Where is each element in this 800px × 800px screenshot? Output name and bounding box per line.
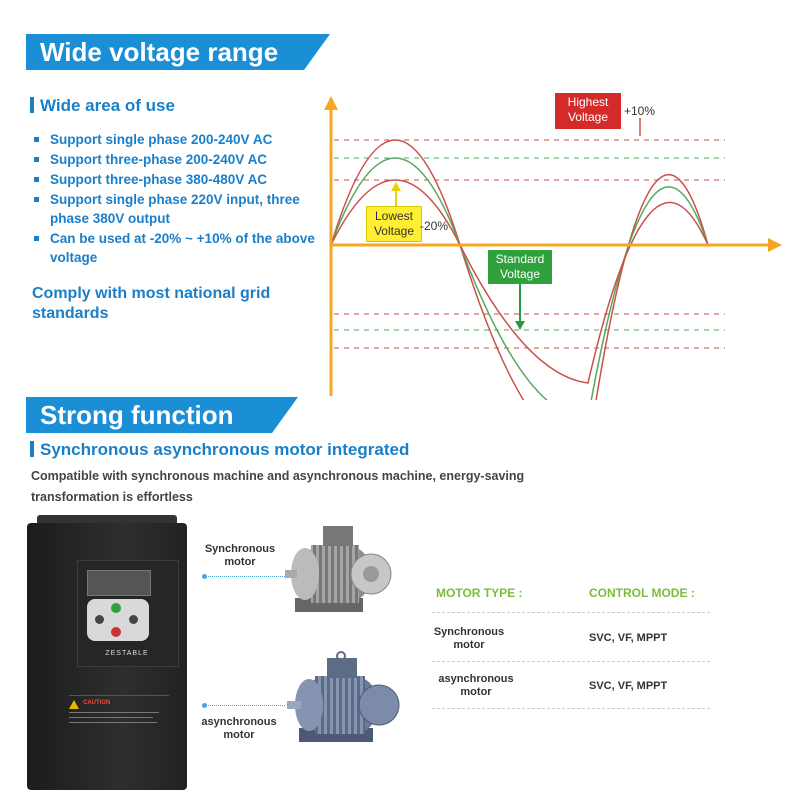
motor-shaft [287,701,301,709]
subtitle-text: Synchronous asynchronous motor integrate… [40,440,410,459]
table-row-mode: SVC, VF, MPPT [589,632,668,644]
highest-voltage-pct: +10% [624,104,656,118]
wave-lowest [330,179,709,384]
warning-text-line [69,712,159,713]
subtitle-bar [30,97,34,113]
standard-voltage-label: Standard Voltage [488,250,552,284]
motor-shaft [285,570,297,578]
x-axis-arrow [768,238,782,252]
table-header-control-mode: CONTROL MODE : [589,586,695,600]
inverter-device: ZESTABLE CAUTION [27,515,187,790]
motor-fins [315,676,365,734]
wave-highest [330,139,709,400]
feature-item: Can be used at -20% ~ +10% of the above … [32,229,322,267]
asynchronous-connector [202,703,285,708]
section-banner-wide-voltage: Wide voltage range [26,34,330,70]
synchronous-motor-image [285,526,392,612]
voltage-waveform-diagram [324,96,782,400]
motor-lift-eye [336,651,346,661]
motor-terminal-box [323,526,353,546]
warning-text-line [69,717,153,718]
device-key-left [95,615,104,624]
subtitle-motor-integrated: Synchronous asynchronous motor integrate… [30,440,409,460]
feature-item: Support three-phase 380-480V AC [32,170,322,189]
warning-icon [69,700,79,709]
device-top-cap [37,515,177,525]
comply-statement: Comply with most national grid standards [32,285,271,322]
lowest-voltage-pct: -20% [420,219,449,233]
device-brand: ZESTABLE [105,650,149,657]
subtitle-bar [30,441,34,457]
device-key-red [111,627,121,637]
table-rule [432,612,710,613]
subtitle-text: Wide area of use [40,96,175,115]
asynchronous-motor-label: asynchronous motor [201,716,277,741]
lowest-pointer-head [391,182,401,191]
feature-list: Support single phase 200-240V AC Support… [32,130,322,268]
highest-voltage-label: Highest Voltage [555,93,621,129]
motor-terminal-box [327,658,357,678]
device-key-green [111,603,121,613]
synchronous-connector [202,574,285,579]
feature-item: Support single phase 220V input, three p… [32,190,322,228]
feature-item: Support three-phase 200-240V AC [32,150,322,169]
motor-endcap [291,548,319,600]
table-row-mode: SVC, VF, MPPT [589,680,668,692]
y-axis-arrow [324,96,338,110]
standard-pointer-head [515,321,525,330]
table-rule [432,708,710,709]
device-display [87,570,151,596]
motor-description: Compatible with synchronous machine and … [31,469,525,504]
asynchronous-motor-image [287,651,400,742]
motor-fan-cover [358,684,400,726]
device-warning-label: CAUTION [69,695,169,732]
feature-item: Support single phase 200-240V AC [32,130,322,149]
wave-standard [330,157,709,400]
motor-fan-hub [363,566,379,582]
lowest-voltage-label: Lowest Voltage [366,206,422,242]
table-row-type: asynchronous motor [438,673,514,698]
synchronous-motor-label: Synchronous motor [204,543,276,568]
table-row-type: Synchronous motor [433,626,505,651]
warning-text-line [69,722,157,723]
table-rule [432,661,710,662]
section-banner-strong-function: Strong function [26,397,298,433]
table-header-motor-type: MOTOR TYPE : [436,586,523,600]
warning-title: CAUTION [83,700,111,706]
motor-endcap [295,679,323,731]
subtitle-wide-area: Wide area of use [30,96,175,116]
device-key-right [129,615,138,624]
